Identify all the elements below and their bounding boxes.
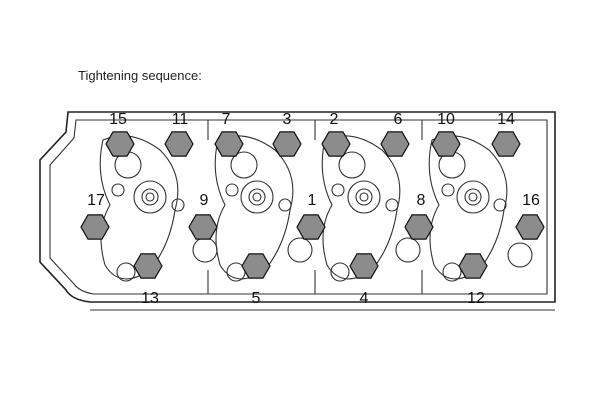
bolt-2 xyxy=(321,131,351,157)
bolt-label-12: 12 xyxy=(467,290,485,307)
bolt-8 xyxy=(404,214,434,240)
bolt-6 xyxy=(380,131,410,157)
bolt-label-15: 15 xyxy=(109,111,127,128)
bolt-13 xyxy=(133,253,163,279)
bolt-label-5: 5 xyxy=(252,290,261,307)
bolt-11 xyxy=(164,131,194,157)
bolt-15 xyxy=(105,131,135,157)
bolt-4 xyxy=(349,253,379,279)
bolt-label-2: 2 xyxy=(330,111,339,128)
bolt-label-17: 17 xyxy=(87,192,105,209)
bolt-label-3: 3 xyxy=(283,111,292,128)
bolt-label-13: 13 xyxy=(141,290,159,307)
bolt-label-8: 8 xyxy=(417,192,426,209)
bolt-1 xyxy=(296,214,326,240)
bolt-7 xyxy=(214,131,244,157)
head-inner-outline xyxy=(49,119,548,295)
bolt-label-6: 6 xyxy=(394,111,403,128)
bolt-17 xyxy=(80,214,110,240)
bolt-label-11: 11 xyxy=(172,111,189,128)
bolt-10 xyxy=(431,131,461,157)
bolt-label-1: 1 xyxy=(308,192,317,209)
bolt-label-7: 7 xyxy=(222,111,231,128)
bolt-label-4: 4 xyxy=(360,290,369,307)
bolt-label-16: 16 xyxy=(522,192,540,209)
bolt-label-9: 9 xyxy=(200,192,209,209)
bolt-14 xyxy=(491,131,521,157)
bolt-label-14: 14 xyxy=(497,111,515,128)
bolt-3 xyxy=(272,131,302,157)
bolt-12 xyxy=(458,253,488,279)
bolt-5 xyxy=(241,253,271,279)
bolt-9 xyxy=(188,214,218,240)
diagram-caption: Tightening sequence: xyxy=(78,68,202,83)
head-outline xyxy=(39,111,556,303)
bolt-label-10: 10 xyxy=(437,111,455,128)
bolts-layer: 15 11 7 3 2 6 10 14 17 9 1 8 16 13 5 4 12 xyxy=(80,111,545,307)
bolt-16 xyxy=(515,214,545,240)
